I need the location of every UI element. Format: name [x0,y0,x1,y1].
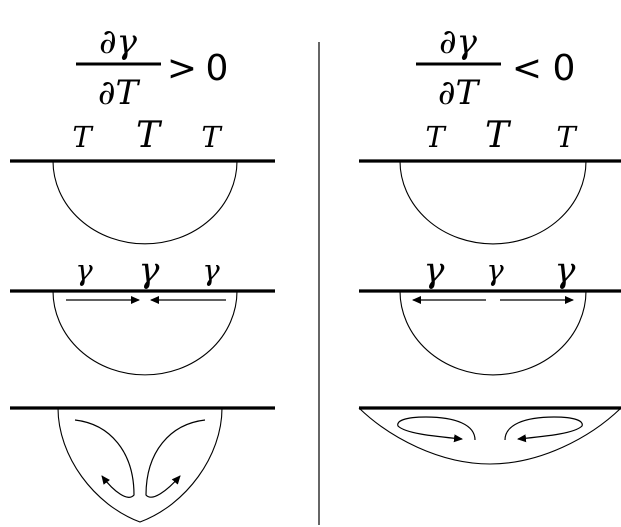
left-tension-row: γ γ γ [10,251,275,375]
right-header: ∂γ ∂T < 0 [416,22,575,113]
right-tension-label-3: γ [555,251,576,291]
right-flow-arrow-right [505,417,582,440]
right-tension-label-1: γ [424,251,445,291]
left-flow-row [10,408,275,522]
left-tension-label-3: γ [202,253,220,287]
left-header-denominator: ∂T [98,73,141,113]
right-temperature-label-3: T [556,120,578,154]
left-temperature-label-3: T [201,120,223,154]
left-header-relation: > [167,48,197,89]
left-tension-label-2: γ [139,251,160,291]
left-droplet-1 [53,161,237,244]
left-temperature-label-1: T [72,120,94,154]
right-header-numerator: ∂γ [439,22,478,62]
right-droplet-2 [400,291,586,375]
left-temperature-row: T T T [10,115,275,244]
right-tension-row: γ γ γ [359,251,621,375]
left-droplet-2 [53,291,237,375]
right-temperature-label-1: T [425,120,447,154]
left-tension-label-1: γ [75,253,93,287]
right-droplet-1 [400,161,586,244]
right-header-value: 0 [553,48,576,89]
left-header: ∂γ ∂T > 0 [76,22,228,113]
right-header-denominator: ∂T [438,73,481,113]
left-flow-arrow-right [146,420,205,497]
left-header-numerator: ∂γ [99,22,138,62]
right-temperature-label-2: T [485,115,512,156]
left-deep-droplet [58,408,222,522]
right-temperature-row: T T T [359,115,621,244]
left-flow-arrow-left [75,420,134,497]
right-shallow-droplet [359,408,621,464]
right-flow-row [359,408,621,464]
right-header-relation: < [512,48,542,89]
left-temperature-label-2: T [136,115,163,156]
right-flow-arrow-left [398,417,475,440]
left-header-value: 0 [206,48,229,89]
right-tension-label-2: γ [486,253,504,287]
